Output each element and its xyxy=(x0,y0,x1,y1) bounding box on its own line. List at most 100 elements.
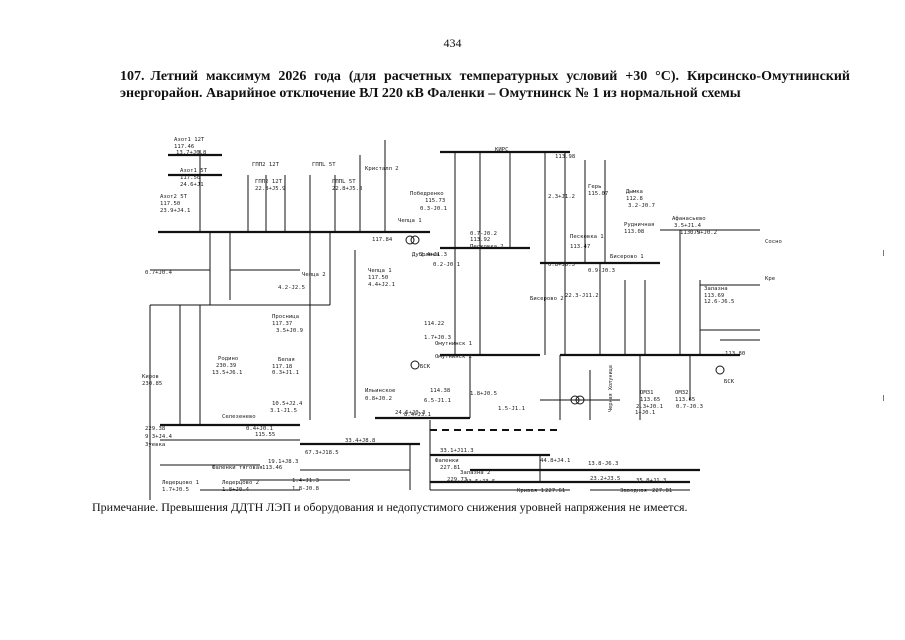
node-value-belaya: 117.18 xyxy=(272,364,293,370)
node-value-peskovka2: 113.92 xyxy=(470,237,490,243)
flow-label: 3.2-J0.7 xyxy=(628,203,655,209)
node-label-sosnovka: Сосно xyxy=(765,239,782,245)
node-value-falenki: 227.81 xyxy=(440,465,460,471)
node-value-azot12: 117.46 xyxy=(174,144,194,150)
node-value-chepca2: 117.84 xyxy=(372,237,393,243)
node-value-krasnaya: 227.61 xyxy=(545,488,565,494)
node-label-chepca1b: Чепца 1 xyxy=(368,268,392,274)
node-label-ledercovo1: Ледерцово 1 xyxy=(162,480,199,486)
node-value-zalazna2: 229.73 xyxy=(447,477,467,483)
flow-label: 2.3+J1.2 xyxy=(548,194,575,200)
node-label-bsk1: БСК xyxy=(420,364,431,370)
flow-label: 4.2-J2.5 xyxy=(278,285,305,291)
node-label-peskovka1: Песковка 1 xyxy=(570,234,604,240)
flow-label: 0.9+J0.2 xyxy=(690,230,717,236)
scheme-node-labels: Азот1 12Т 117.46 Азот1 5Т 117.50 Азот2 5… xyxy=(142,137,782,494)
flow-label: 0.8+J0.2 xyxy=(365,396,392,402)
flow-label: 1+J0.1 xyxy=(635,410,655,416)
flow-label: 1.8-J0.8 xyxy=(292,486,320,492)
node-value-afanasevo: 113.75 xyxy=(680,230,700,236)
node-label-dubrovka: Дубровка xyxy=(412,251,439,258)
flow-label: 12.6-J6.5 xyxy=(704,299,734,305)
node-value-rodino: 230.39 xyxy=(216,363,236,369)
flow-label: 9.3+J4.4 xyxy=(145,434,173,440)
node-label-chern-holunica: Черная Холуница xyxy=(608,365,614,412)
node-value-gppl: ГППL 5Т xyxy=(332,179,356,185)
scan-mark xyxy=(883,395,884,401)
flow-label: 0.3+J1.1 xyxy=(272,370,299,376)
heading-number: 107. xyxy=(120,69,145,84)
flow-label: 19.1+J8.3 xyxy=(268,459,298,465)
node-value-omutninsk2: 113.80 xyxy=(725,351,745,357)
flow-label: 1.8+J0.4 xyxy=(222,487,250,493)
flow-label: 1.7+J0.5 xyxy=(162,487,189,493)
scan-mark xyxy=(883,250,884,256)
node-label-rodino: Родино xyxy=(218,356,238,362)
flow-label: 13.8-J6.3 xyxy=(588,461,618,467)
flow-label: 33.4+J8.8 xyxy=(345,438,376,444)
node-value-prosnica: 117.37 xyxy=(272,321,292,327)
node-label-rudnichnaya: Рудничная xyxy=(624,222,654,228)
note: Примечание. Превышения ДДТН ЛЭП и оборуд… xyxy=(92,500,688,514)
node-label-biserovo1: Бисерово 1 xyxy=(610,254,644,260)
flow-label: 0.2-J0.1 xyxy=(433,262,460,268)
flow-label: 4.4+J2.1 xyxy=(368,282,395,288)
node-label-omutninsk2: Омутнинск 2 xyxy=(435,354,472,360)
flow-label: 0.7+J0.4 xyxy=(145,270,173,276)
node-label-zalazna: Залазна xyxy=(704,286,728,292)
node-label-gpp2: ГПП2 12Т xyxy=(252,162,280,168)
node-value-zavodnaya: 227.81 xyxy=(652,488,672,494)
flow-label: 24.6+J0.3 xyxy=(395,410,425,416)
node-value-oms: 113.65 xyxy=(640,397,660,403)
node-label-oms: ОМЗ1 xyxy=(640,390,653,396)
flow-label: 0.4+J0.1 xyxy=(246,426,273,432)
node-label-gers: Герь xyxy=(588,184,601,190)
node-label-pobedr: Победренко xyxy=(410,190,444,197)
node-label-prosnica: Просница xyxy=(272,314,299,320)
node-label-afanasevo: Афанасьево xyxy=(672,216,706,222)
node-value-gpp2: ГПП2 12Т xyxy=(255,179,283,185)
node-label-bsk2: БСК xyxy=(724,379,735,385)
node-value-oms2: 113.65 xyxy=(675,397,695,403)
node-label-krist: Кристалл 2 xyxy=(365,166,399,172)
flow-label: 0.9-J0.3 xyxy=(588,268,615,274)
node-label-seleznevo: Селезенево xyxy=(222,414,256,420)
flow-label: 10.5+J2.4 xyxy=(272,401,303,407)
node-label-gppl: ГППL 5Т xyxy=(312,162,336,168)
node-label-kirs: КИРС xyxy=(495,147,508,153)
flow-label: 0.3-J0.1 xyxy=(420,206,447,212)
flow-label: 67.3+J18.5 xyxy=(305,450,339,456)
node-value-seleznevo: 115.55 xyxy=(255,432,275,438)
flow-label: 6.5-J1.1 xyxy=(424,398,451,404)
node-value-azot2: 117.50 xyxy=(160,201,180,207)
flow-label: 8.4+J3.1 xyxy=(404,412,431,418)
node-label-chepca1: Чепца 1 xyxy=(398,218,422,224)
flow-label: 22.3-J11.2 xyxy=(565,293,599,299)
node-value-zalazna: 113.69 xyxy=(704,293,724,299)
node-value-pobedr: 115.73 xyxy=(425,198,445,204)
node-label-falenki: Фаленки xyxy=(435,458,459,464)
scheme-lines xyxy=(149,140,760,500)
flow-label: 1.4-J1.3 xyxy=(292,478,319,484)
flow-label: 3.5+J0.9 xyxy=(276,328,303,334)
node-value-kirov: 230.85 xyxy=(142,381,162,387)
node-label-falenki-tyag: Фаленки тяговая xyxy=(212,465,263,471)
node-value-gers: 115.07 xyxy=(588,191,608,197)
node-value-azot15: 117.50 xyxy=(180,175,200,181)
node-label-biserovo2: Бисерово 2 xyxy=(530,296,564,302)
flow-label: 0.7-J0.2 xyxy=(470,231,497,237)
page-title: 107.Летний максимум 2026 года (для расче… xyxy=(120,68,850,102)
flow-label: 23.2+J3.5 xyxy=(590,476,620,482)
node-label-azot15: Азот1 5Т xyxy=(180,168,208,174)
node-value-falenki-tyag: 113.46 xyxy=(262,465,282,471)
flow-label: 24.6+J1 xyxy=(180,182,204,188)
node-label-azot2: Азот2 5Т xyxy=(160,194,188,200)
flow-label: 1.7+J0.3 xyxy=(424,335,451,341)
flow-label: 1.5-J1.1 xyxy=(498,406,525,412)
node-label-dymka: Дымка xyxy=(626,189,643,195)
node-label-omutninsk1: Омутнинск 1 xyxy=(435,341,472,347)
node-label-peskovka2: Песковка 2 xyxy=(470,244,504,250)
node-value-ilinskoe: 114.22 xyxy=(424,321,444,327)
node-value-chepca1b: 117.50 xyxy=(368,275,388,281)
node-label-zavodnaya: Заводная xyxy=(620,488,647,494)
